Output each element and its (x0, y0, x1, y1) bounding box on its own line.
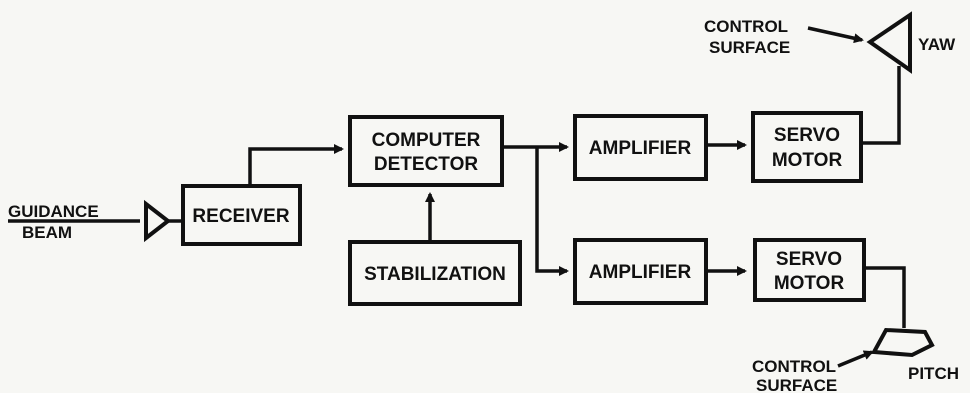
amplifier-top-block: AMPLIFIER (573, 114, 708, 181)
yaw-control-surface-icon (866, 11, 912, 74)
svg-text:GUIDANCE: GUIDANCE (8, 202, 99, 221)
pitch-label: PITCH (908, 364, 959, 383)
yaw-label: YAW (918, 35, 956, 54)
control-surface-top-label: CONTROL SURFACE (704, 17, 790, 57)
svg-text:SERVO: SERVO (776, 249, 842, 270)
antenna-icon (144, 199, 172, 243)
svg-text:COMPUTER: COMPUTER (372, 130, 481, 151)
svg-text:AMPLIFIER: AMPLIFIER (589, 138, 692, 159)
svg-text:RECEIVER: RECEIVER (192, 206, 289, 227)
computer-to-amplifier-bottom-arrow (535, 147, 569, 276)
computer-detector-block: COMPUTER DETECTOR (348, 115, 504, 187)
control-surface-top-pointer (807, 26, 864, 44)
servo-to-pitch-line (864, 266, 906, 328)
servo-motor-bottom-block: SERVO MOTOR (753, 238, 866, 302)
receiver-block: RECEIVER (181, 184, 302, 246)
stabilization-block: STABILIZATION (348, 240, 522, 306)
receiver-to-computer-arrow (248, 144, 344, 186)
svg-text:AMPLIFIER: AMPLIFIER (589, 262, 692, 283)
svg-text:MOTOR: MOTOR (772, 150, 843, 171)
svg-text:CONTROL: CONTROL (704, 17, 788, 36)
pitch-control-surface-icon (870, 327, 935, 358)
servo-to-yaw-line (861, 66, 901, 145)
svg-text:DETECTOR: DETECTOR (374, 154, 478, 175)
amplifier-bottom-block: AMPLIFIER (573, 238, 708, 305)
control-surface-bottom-label: CONTROL SURFACE (752, 357, 837, 393)
svg-text:MOTOR: MOTOR (774, 273, 845, 294)
svg-text:SURFACE: SURFACE (709, 38, 790, 57)
servo-motor-top-block: SERVO MOTOR (751, 111, 863, 183)
svg-text:STABILIZATION: STABILIZATION (364, 264, 506, 285)
svg-text:CONTROL: CONTROL (752, 357, 836, 376)
guidance-beam-label: GUIDANCE BEAM (8, 202, 99, 242)
svg-text:SURFACE: SURFACE (756, 376, 837, 393)
control-surface-bottom-pointer (837, 350, 874, 368)
svg-text:SERVO: SERVO (774, 125, 840, 146)
svg-text:BEAM: BEAM (22, 223, 72, 242)
